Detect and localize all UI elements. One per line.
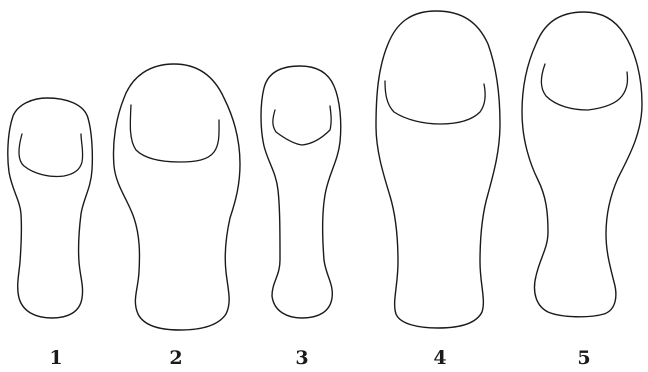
nail-shape-4-lunula [385, 81, 485, 124]
nail-shape-3-lunula [273, 106, 331, 145]
nail-shape-3: 3 [261, 66, 341, 369]
nail-shape-2: 2 [113, 64, 240, 369]
nail-shape-3-label: 3 [295, 347, 308, 369]
nail-shape-4-outline [376, 11, 500, 328]
nail-shape-4-label: 4 [433, 347, 446, 369]
nail-shape-1: 1 [8, 98, 93, 369]
nail-shape-3-outline [261, 66, 341, 318]
nail-shape-5-lunula [541, 64, 627, 110]
nail-shape-5-outline [522, 12, 642, 317]
nail-shape-2-lunula [130, 105, 219, 162]
nail-shape-5-label: 5 [577, 347, 590, 369]
nail-shape-2-label: 2 [169, 347, 182, 369]
nail-shape-1-outline [8, 98, 93, 318]
nail-shape-2-outline [113, 64, 240, 330]
nail-shape-5: 5 [522, 12, 642, 369]
nail-shape-4: 4 [376, 11, 500, 369]
nail-shape-1-label: 1 [49, 347, 62, 369]
nail-shape-1-lunula [19, 134, 83, 177]
